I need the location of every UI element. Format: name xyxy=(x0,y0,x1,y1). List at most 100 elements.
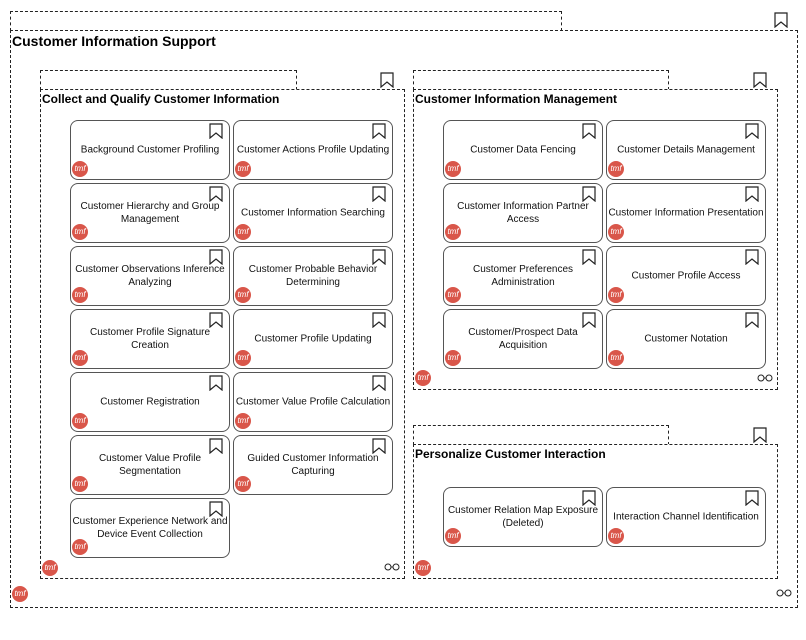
outer-group-tab xyxy=(10,11,562,31)
tmf-logo-icon: tmf xyxy=(445,350,461,366)
capability-label: Customer/Prospect Data Acquisition xyxy=(468,327,578,351)
tmf-logo-icon: tmf xyxy=(235,161,251,177)
group-title: Customer Information Support xyxy=(12,33,216,49)
tmf-logo-icon: tmf xyxy=(608,224,624,240)
collect-group-tab xyxy=(40,70,297,90)
bookmark-icon xyxy=(745,312,759,328)
bookmark-icon xyxy=(753,427,767,443)
capability-label: Guided Customer Information Capturing xyxy=(247,453,379,477)
bookmark-icon xyxy=(582,186,596,202)
personalize-group-tab xyxy=(413,425,669,445)
bookmark-icon xyxy=(209,501,223,517)
bookmark-icon xyxy=(372,312,386,328)
capability-card[interactable]: Customer Observations Inference Analyzin… xyxy=(70,246,230,306)
bookmark-icon xyxy=(209,186,223,202)
capability-label: Customer Probable Behavior Determining xyxy=(248,264,378,288)
bookmark-icon xyxy=(582,249,596,265)
bookmark-icon xyxy=(582,123,596,139)
tmf-logo-icon: tmf xyxy=(445,161,461,177)
tmf-logo-icon: tmf xyxy=(235,287,251,303)
capability-card[interactable]: Customer Experience Network and Device E… xyxy=(70,498,230,558)
tmf-logo-icon: tmf xyxy=(608,161,624,177)
bookmark-icon xyxy=(209,249,223,265)
capability-label: Customer Profile Signature Creation xyxy=(89,327,211,351)
capability-label: Customer Information Searching xyxy=(241,207,385,219)
capability-label: Customer Details Management xyxy=(617,144,755,156)
tmf-logo-icon: tmf xyxy=(415,560,431,576)
capability-label: Customer Notation xyxy=(644,333,728,345)
bookmark-icon xyxy=(372,438,386,454)
capability-card[interactable]: Interaction Channel Identification tmf xyxy=(606,487,766,547)
tmf-logo-icon: tmf xyxy=(415,370,431,386)
capability-card[interactable]: Customer/Prospect Data Acquisition tmf xyxy=(443,309,603,369)
link-icon xyxy=(384,563,400,571)
capability-label: Customer Preferences Administration xyxy=(472,264,574,288)
link-icon xyxy=(757,374,773,382)
capability-card[interactable]: Customer Notation tmf xyxy=(606,309,766,369)
bookmark-icon xyxy=(745,123,759,139)
capability-card[interactable]: Customer Relation Map Exposure (Deleted)… xyxy=(443,487,603,547)
group-title: Personalize Customer Interaction xyxy=(415,447,606,461)
capability-card[interactable]: Customer Data Fencing tmf xyxy=(443,120,603,180)
link-icon xyxy=(776,589,792,597)
capability-card[interactable]: Background Customer Profiling tmf xyxy=(70,120,230,180)
bookmark-icon xyxy=(380,72,394,88)
bookmark-icon xyxy=(209,312,223,328)
bookmark-icon xyxy=(774,12,788,28)
tmf-logo-icon: tmf xyxy=(72,161,88,177)
bookmark-icon xyxy=(372,249,386,265)
tmf-logo-icon: tmf xyxy=(72,287,88,303)
tmf-logo-icon: tmf xyxy=(608,287,624,303)
capability-label: Customer Information Partner Access xyxy=(457,201,589,225)
bookmark-icon xyxy=(209,438,223,454)
tmf-logo-icon: tmf xyxy=(445,528,461,544)
tmf-logo-icon: tmf xyxy=(42,560,58,576)
capability-label: Customer Actions Profile Updating xyxy=(236,144,390,156)
capability-label: Customer Profile Access xyxy=(631,270,741,282)
capability-label: Background Customer Profiling xyxy=(80,144,220,156)
capability-label: Interaction Channel Identification xyxy=(613,511,759,523)
tmf-logo-icon: tmf xyxy=(72,476,88,492)
tmf-logo-icon: tmf xyxy=(235,413,251,429)
tmf-logo-icon: tmf xyxy=(235,476,251,492)
bookmark-icon xyxy=(372,186,386,202)
group-title: Customer Information Management xyxy=(415,92,618,106)
tmf-logo-icon: tmf xyxy=(72,413,88,429)
capability-card[interactable]: Customer Profile Access tmf xyxy=(606,246,766,306)
capability-label: Customer Observations Inference Analyzin… xyxy=(75,264,225,288)
capability-label: Customer Data Fencing xyxy=(470,144,576,156)
bookmark-icon xyxy=(753,72,767,88)
bookmark-icon xyxy=(745,186,759,202)
capability-label: Customer Registration xyxy=(100,396,200,408)
bookmark-icon xyxy=(209,375,223,391)
capability-card[interactable]: Customer Details Management tmf xyxy=(606,120,766,180)
capability-label: Customer Experience Network and Device E… xyxy=(72,516,228,540)
tmf-logo-icon: tmf xyxy=(12,586,28,602)
capability-card[interactable]: Customer Registration tmf xyxy=(70,372,230,432)
tmf-logo-icon: tmf xyxy=(445,287,461,303)
group-title: Collect and Qualify Customer Information xyxy=(42,92,280,106)
capability-label: Customer Profile Updating xyxy=(254,333,372,345)
capability-label: Customer Relation Map Exposure (Deleted) xyxy=(447,505,599,529)
tmf-logo-icon: tmf xyxy=(608,528,624,544)
tmf-logo-icon: tmf xyxy=(72,224,88,240)
bookmark-icon xyxy=(209,123,223,139)
capability-card[interactable]: Customer Actions Profile Updating tmf xyxy=(233,120,393,180)
capability-card[interactable]: Customer Preferences Administration tmf xyxy=(443,246,603,306)
cim-group-tab xyxy=(413,70,669,90)
tmf-logo-icon: tmf xyxy=(608,350,624,366)
tmf-logo-icon: tmf xyxy=(72,539,88,555)
bookmark-icon xyxy=(372,375,386,391)
bookmark-icon xyxy=(745,249,759,265)
bookmark-icon xyxy=(745,490,759,506)
